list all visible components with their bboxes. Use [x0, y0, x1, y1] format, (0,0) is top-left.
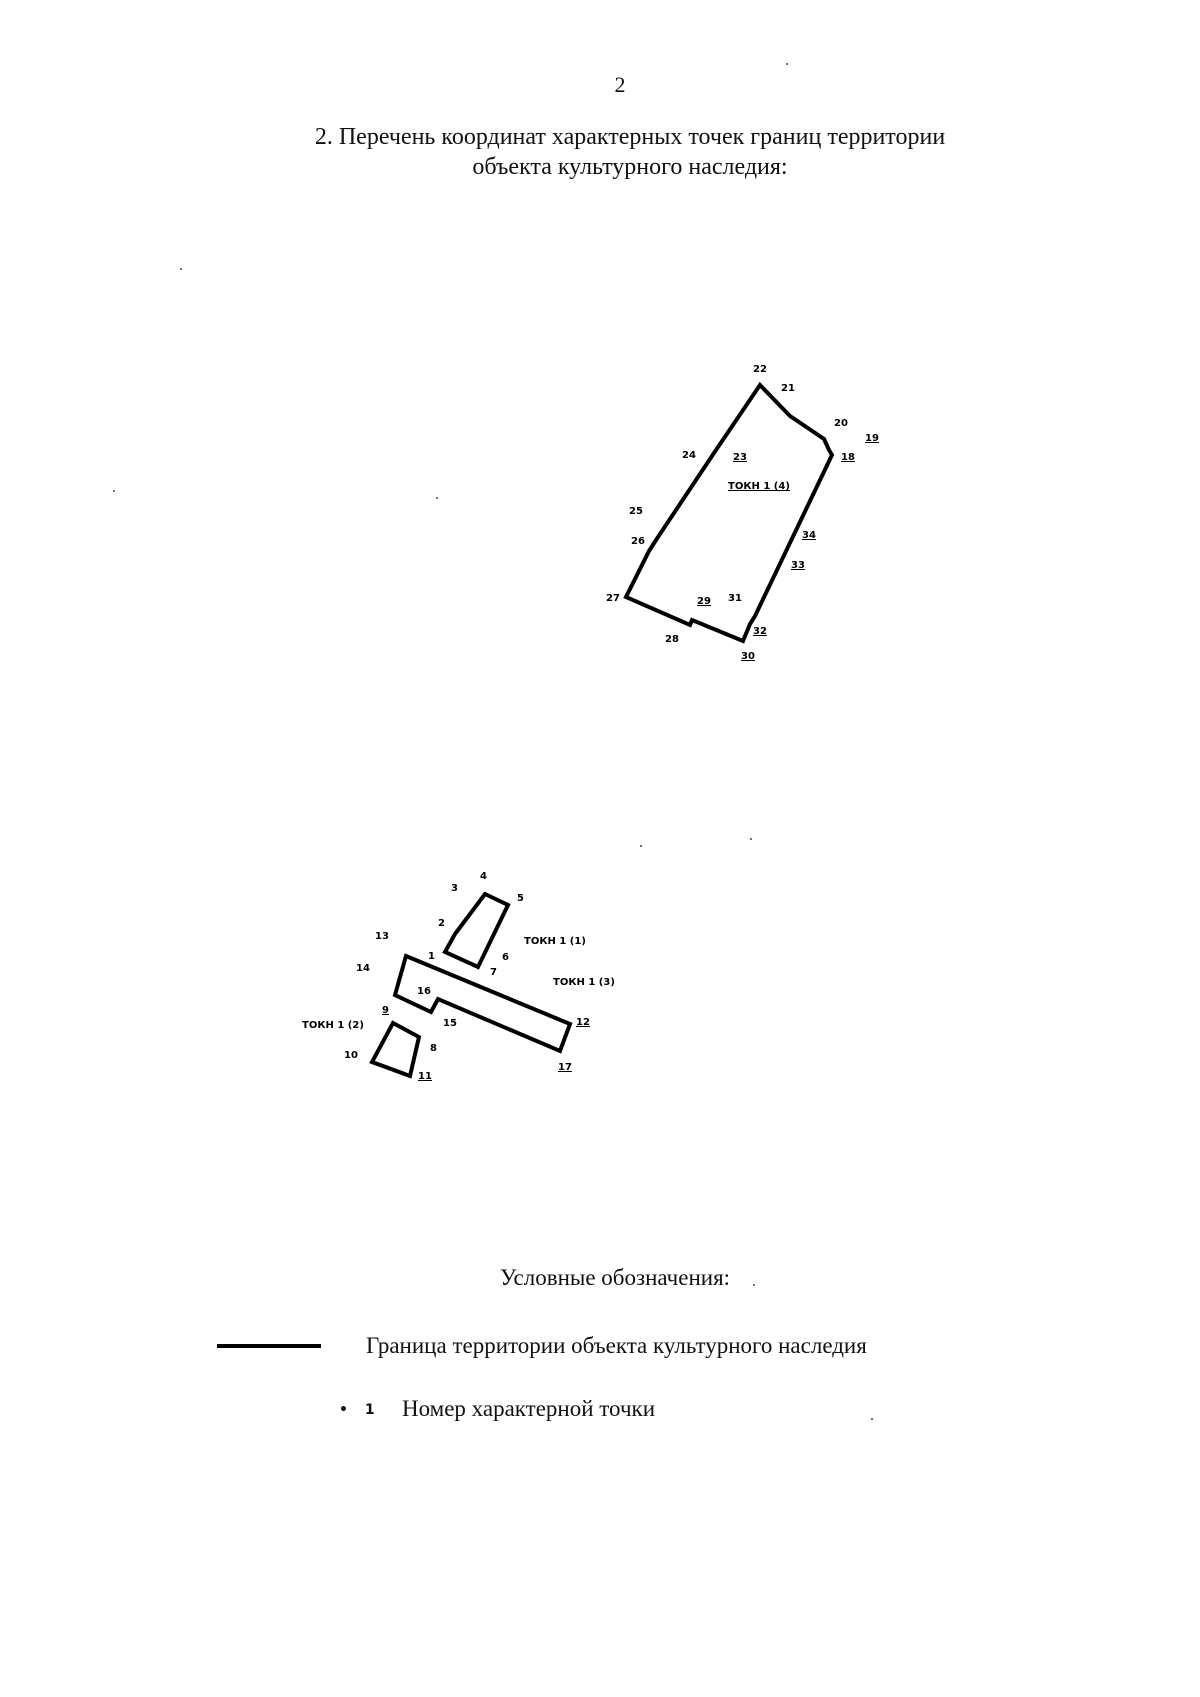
zone3-boundary	[392, 953, 573, 1054]
point-label: 19	[865, 433, 879, 444]
scan-speck	[753, 1284, 755, 1286]
zone1-boundary	[442, 891, 511, 970]
point-label: 5	[517, 893, 524, 904]
point-label: 25	[629, 506, 643, 517]
point-label: 6	[502, 952, 509, 963]
legend-point-label: Номер характерной точки	[402, 1396, 655, 1421]
point-label: 22	[753, 364, 767, 375]
point-label: 28	[665, 634, 679, 645]
zone3-label: ТОКН 1 (3)	[553, 977, 615, 988]
page-number: 2	[614, 72, 626, 97]
point-label: 15	[443, 1018, 457, 1029]
point-label: 3	[451, 883, 458, 894]
point-label: 12	[576, 1017, 590, 1028]
scan-speck	[871, 1418, 873, 1420]
point-label: 24	[682, 450, 696, 461]
title-line-1: 2. Перечень координат характерных точек …	[314, 124, 946, 150]
point-label: 32	[753, 626, 767, 637]
title-line-2: объекта культурного наследия:	[472, 154, 788, 180]
scan-speck	[786, 63, 788, 65]
point-label: 33	[791, 560, 805, 571]
point-label: 4	[480, 871, 487, 882]
point-label: 13	[375, 931, 389, 942]
zone4-boundary	[623, 381, 835, 644]
point-label: 7	[490, 967, 497, 978]
point-label: 2	[438, 918, 445, 929]
zone4-label: ТОКН 1 (4)	[728, 481, 790, 492]
point-label: 1	[428, 951, 435, 962]
point-label: 10	[344, 1050, 358, 1061]
scan-speck	[436, 497, 438, 499]
scan-speck	[113, 490, 115, 492]
point-label: 23	[733, 452, 747, 463]
point-label: 20	[834, 418, 848, 429]
point-label: 21	[781, 383, 795, 394]
point-label: 31	[728, 593, 742, 604]
point-label: 26	[631, 536, 645, 547]
zone1-label: ТОКН 1 (1)	[524, 936, 586, 947]
point-label: 27	[606, 593, 620, 604]
point-label: 18	[841, 452, 855, 463]
point-label: 17	[558, 1062, 572, 1073]
point-label: 16	[417, 986, 431, 997]
scan-speck	[640, 845, 642, 847]
zone2-boundary	[369, 1020, 422, 1079]
page-title: 2. Перечень координат характерных точек …	[250, 122, 1010, 182]
legend-boundary-line	[217, 1344, 321, 1348]
scan-speck	[750, 838, 752, 840]
legend-boundary-label: Граница территории объекта культурного н…	[366, 1333, 867, 1358]
zone2-label: ТОКН 1 (2)	[302, 1020, 364, 1031]
point-label: 14	[356, 963, 370, 974]
scan-speck	[180, 268, 182, 270]
point-label: 9	[382, 1005, 389, 1016]
legend-title: Условные обозначения:	[500, 1265, 731, 1290]
point-label: 29	[697, 596, 711, 607]
point-label: 34	[802, 530, 816, 541]
point-label: 8	[430, 1043, 437, 1054]
point-label: 30	[741, 651, 755, 662]
point-label: 11	[418, 1071, 432, 1082]
legend-point-symbol: • 1	[339, 1402, 381, 1418]
